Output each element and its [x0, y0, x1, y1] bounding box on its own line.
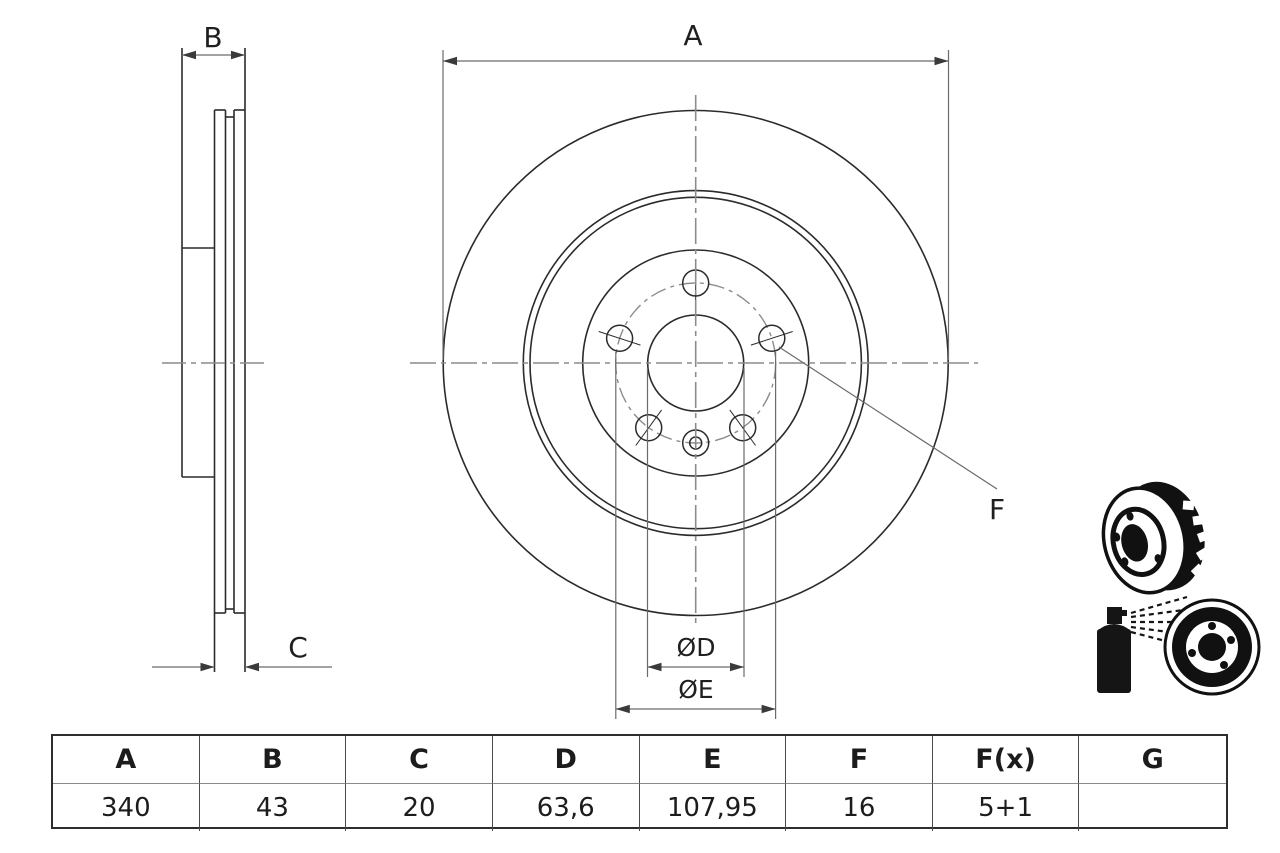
spec-header-E: E [639, 736, 787, 784]
spec-value-B: 43 [200, 784, 347, 831]
label-D: ØD [677, 633, 716, 662]
spec-value-E: 107,95 [640, 784, 787, 831]
dimension-A: A [442, 19, 950, 360]
side-view [181, 48, 246, 672]
arrowhead-right [245, 662, 259, 672]
dimension-E: ØE [615, 352, 777, 719]
bolt-hole-upper-right [758, 324, 786, 353]
spec-value-A: 340 [53, 784, 200, 831]
arrowhead-right [934, 56, 949, 66]
spray-coated-disc-icon [1097, 595, 1261, 696]
spec-value-G [1079, 784, 1226, 831]
technical-drawing: B C [152, 19, 1261, 719]
arrowhead-left [200, 662, 215, 672]
leader-line [778, 346, 998, 490]
arrowhead-right [730, 662, 744, 672]
spec-value-F: 16 [786, 784, 933, 831]
spec-header-D: D [492, 736, 640, 784]
label-B: B [203, 21, 222, 54]
spec-value-Fx: 5+1 [933, 784, 1080, 831]
coated-disc [1163, 598, 1261, 696]
spec-table: A B C D E F F(x) G 340 43 20 63,6 107,95… [51, 734, 1228, 831]
label-A: A [683, 19, 702, 52]
spec-value-C: 20 [346, 784, 493, 831]
arrowhead-left [182, 50, 196, 60]
spec-value-D: 63,6 [493, 784, 640, 831]
dimension-B: B [182, 21, 245, 60]
arrowhead-right [231, 50, 245, 60]
spec-header-F: F [786, 736, 933, 784]
spec-header-G: G [1079, 736, 1226, 784]
dimension-F: F [778, 346, 1005, 526]
spec-header-C: C [346, 736, 493, 784]
dimension-C: C [152, 631, 332, 672]
label-E: ØE [678, 675, 713, 704]
arrowhead-right [761, 704, 776, 714]
label-F: F [989, 493, 1005, 526]
dimension-D: ØD [646, 368, 745, 677]
label-C: C [288, 631, 308, 664]
spec-header-A: A [53, 736, 200, 784]
bolt-hole-upper-left [605, 324, 634, 353]
arrowhead-left [615, 704, 630, 714]
spec-header-Fx: F(x) [932, 736, 1080, 784]
bolt-hole-lower-left [634, 413, 663, 442]
arrowhead-left [443, 56, 457, 66]
bolt-hole-lower-right [728, 413, 757, 442]
spec-header-B: B [199, 736, 347, 784]
vented-brake-disc-3d-icon [1101, 481, 1211, 595]
arrowhead-left [647, 662, 662, 672]
spray-can [1097, 607, 1131, 693]
